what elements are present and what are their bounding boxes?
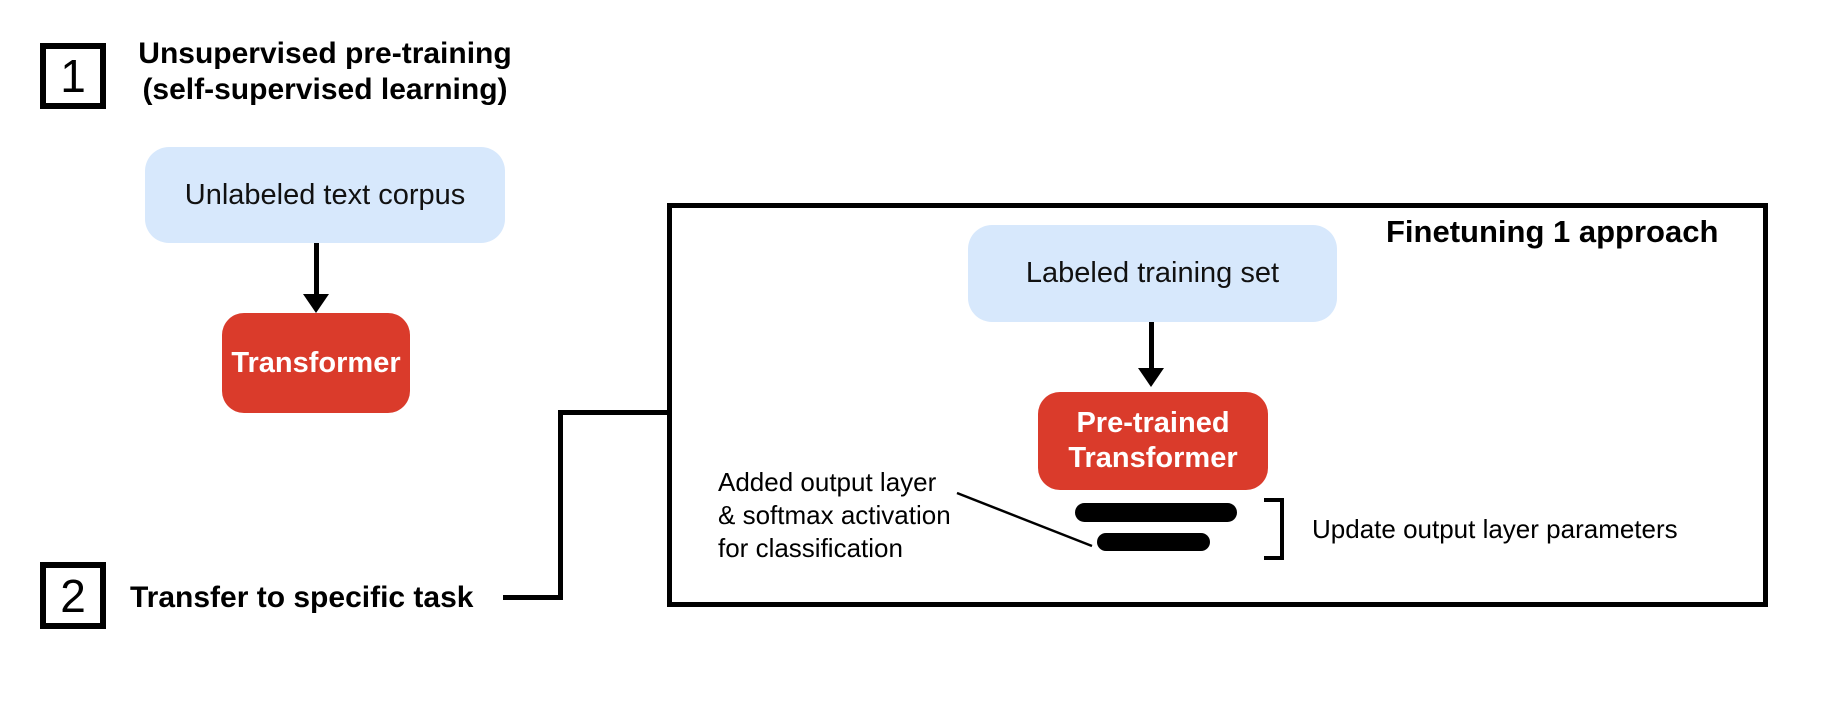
pretrained-transformer-label-line1: Pre-trained [1076,407,1230,439]
labeled-training-set-label: Labeled training set [1025,257,1280,289]
added-output-layer-annotation: Added output layer & softmax activation … [718,466,951,565]
step-1-title-line2: (self-supervised learning) [142,73,508,106]
pretrained-transformer-label: Pre-trained Transformer [1068,406,1237,476]
elbow-connector-line [558,410,668,415]
step-2-number: 2 [60,569,86,622]
step-1-title: Unsupervised pre-training (self-supervis… [118,36,532,108]
labeled-training-set-box: Labeled training set [968,225,1337,322]
right-bracket-icon [1280,498,1284,560]
update-output-layer-note: Update output layer parameters [1312,514,1678,544]
callout-line-icon [956,491,1093,548]
step-1-number-box: 1 [40,43,106,109]
output-layer-bar [1075,503,1237,522]
step-2-number-box: 2 [40,562,106,629]
annotation-line3: for classification [718,533,903,563]
down-arrow-head-icon [1138,368,1164,387]
finetuning-panel-title: Finetuning 1 approach [1386,214,1719,249]
pretrained-transformer-box: Pre-trained Transformer [1038,392,1268,490]
transformer-label: Transformer [231,346,401,379]
elbow-connector-line [558,410,563,600]
down-arrow-icon [1149,322,1154,370]
step-1-title-line1: Unsupervised pre-training [138,37,512,70]
annotation-line1: Added output layer [718,467,937,497]
unlabeled-corpus-box: Unlabeled text corpus [145,147,505,243]
down-arrow-icon [314,243,319,296]
annotation-line2: & softmax activation [718,500,951,530]
step-1-number: 1 [60,50,86,102]
right-bracket-top-tick [1264,498,1284,502]
elbow-connector-line [503,595,560,600]
pretrained-transformer-label-line2: Transformer [1068,442,1238,474]
transformer-box: Transformer [222,313,410,413]
step-2-title: Transfer to specific task [130,581,474,614]
down-arrow-head-icon [303,294,329,313]
right-bracket-bottom-tick [1264,556,1284,560]
unlabeled-corpus-label: Unlabeled text corpus [184,178,466,211]
softmax-layer-bar [1097,533,1210,551]
